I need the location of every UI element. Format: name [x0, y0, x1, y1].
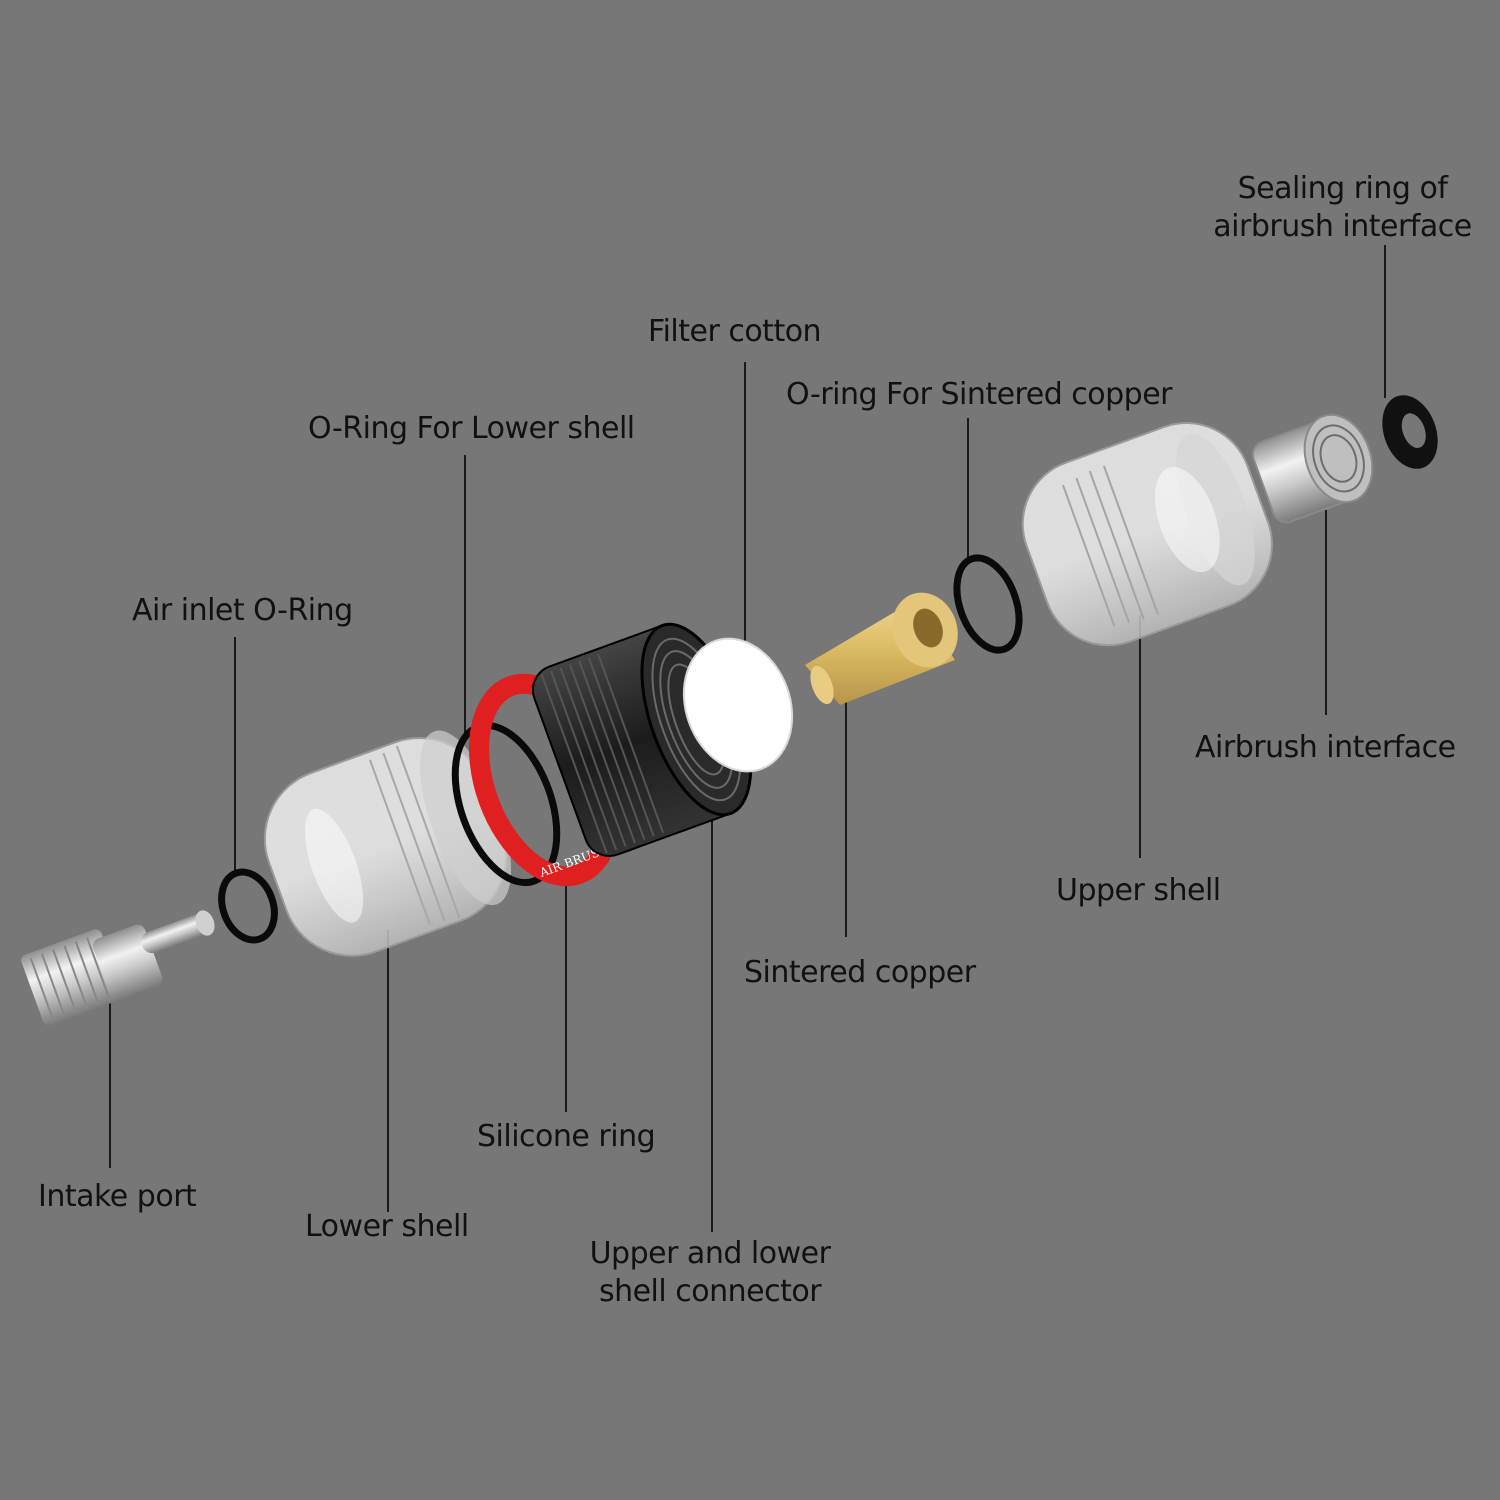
label-intake-port: Intake port [38, 1179, 197, 1214]
label-shell-connector: Upper and lower shell connector [575, 1235, 845, 1311]
label-silicone-ring: Silicone ring [477, 1119, 656, 1154]
filter-cotton-icon [682, 637, 794, 773]
label-lower-shell: Lower shell [305, 1209, 469, 1244]
label-upper-shell: Upper shell [1056, 873, 1221, 908]
label-sintered-copper: Sintered copper [744, 955, 976, 990]
label-shell-connector-line2: shell connector [598, 1274, 822, 1309]
label-sealing-ring-line2: airbrush interface [1213, 209, 1472, 244]
label-oring-lower-shell: O-Ring For Lower shell [308, 411, 635, 446]
sealing-ring-icon [1382, 395, 1438, 469]
air-inlet-oring-icon [218, 868, 278, 944]
leader-lines [109, 245, 1386, 1232]
label-sealing-ring: Sealing ring of airbrush interface [1205, 170, 1480, 246]
label-oring-sintered: O-ring For Sintered copper [786, 377, 1173, 412]
airbrush-interface-icon [1251, 413, 1374, 524]
label-sealing-ring-line1: Sealing ring of [1237, 171, 1448, 206]
label-shell-connector-line1: Upper and lower [589, 1236, 831, 1271]
label-air-inlet-oring: Air inlet O-Ring [132, 593, 353, 628]
sintered-copper-icon [805, 592, 958, 705]
upper-shell-icon [1021, 421, 1273, 647]
label-filter-cotton: Filter cotton [648, 314, 822, 349]
intake-port-fitting-icon [21, 910, 215, 1026]
label-airbrush-interface: Airbrush interface [1195, 730, 1456, 765]
oring-sintered-icon [953, 554, 1023, 654]
